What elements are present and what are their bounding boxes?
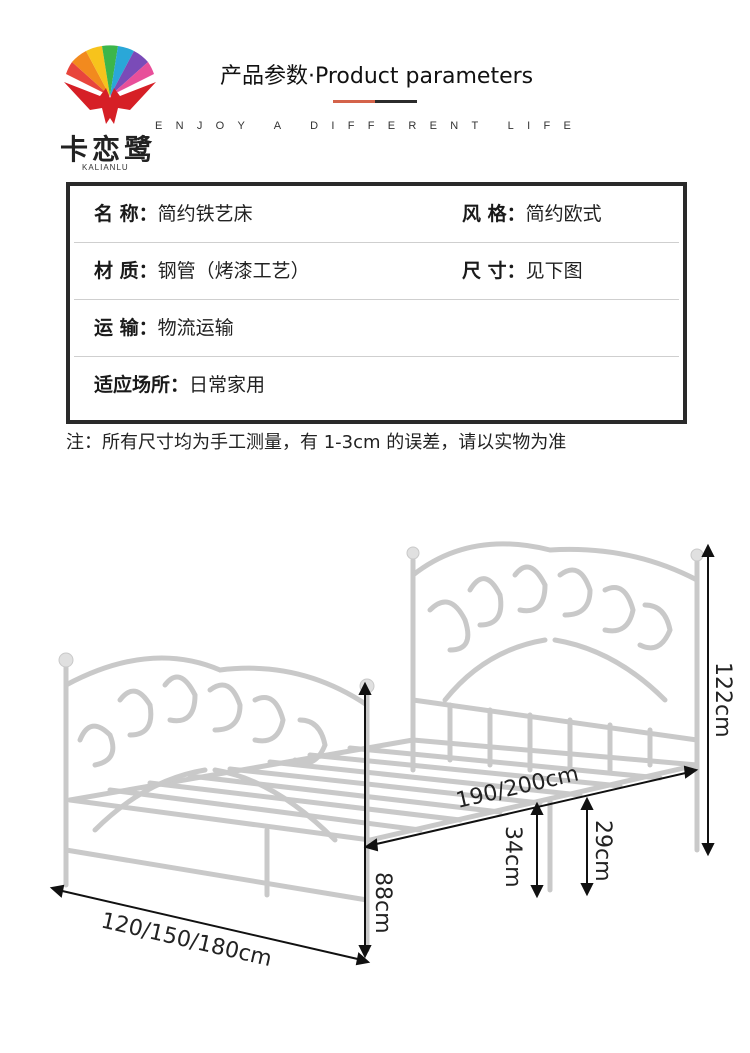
title-underline	[333, 100, 417, 103]
param-value: 钢管（烤漆工艺）	[157, 260, 310, 282]
measurement-note: 注：所有尺寸均为手工测量，有 1-3cm 的误差，请以实物为准	[66, 432, 567, 453]
dimension-arrows	[49, 543, 715, 966]
param-row: 名 称：简约铁艺床 风 格：简约欧式	[74, 186, 679, 243]
param-cell-size: 尺 寸：见下图	[462, 243, 583, 299]
dim-head-height-label: 122cm	[710, 662, 735, 738]
param-cell-shipping: 运 输：物流运输	[94, 300, 234, 356]
brand-name-en: KALIANLU	[82, 163, 129, 172]
param-value: 物流运输	[157, 317, 234, 339]
param-row: 材 质：钢管（烤漆工艺） 尺 寸：见下图	[74, 243, 679, 300]
brand-logo-icon	[64, 45, 156, 124]
param-row: 运 输：物流运输	[74, 300, 679, 357]
param-value: 简约铁艺床	[157, 203, 253, 225]
brand-tagline: ENJOY A DIFFERENT LIFE	[155, 120, 585, 132]
brand-name-cn: 卡恋鹭	[60, 133, 157, 166]
bed-dimension-diagram: 122cm 88cm 120/150/180cm 190/200cm 34cm …	[49, 541, 735, 972]
param-cell-material: 材 质：钢管（烤漆工艺）	[94, 243, 310, 299]
param-value: 见下图	[525, 260, 583, 282]
bed-frame-illustration	[63, 541, 700, 953]
param-value: 简约欧式	[525, 203, 602, 225]
bed-post-knobs	[58, 546, 704, 694]
dim-leg-front-label: 34cm	[500, 826, 525, 888]
page-title: 产品参数·Product parameters	[220, 64, 534, 89]
param-key: 尺 寸：	[462, 260, 526, 282]
dim-foot-height-label: 88cm	[370, 872, 395, 934]
param-key: 名 称：	[94, 203, 158, 225]
param-cell-usage: 适应场所：日常家用	[94, 357, 265, 413]
param-key: 适应场所：	[94, 374, 190, 396]
param-key: 材 质：	[94, 260, 158, 282]
param-cell-style: 风 格：简约欧式	[462, 186, 602, 242]
param-key: 运 输：	[94, 317, 158, 339]
param-value: 日常家用	[189, 374, 266, 396]
param-key: 风 格：	[462, 203, 526, 225]
param-cell-name: 名 称：简约铁艺床	[94, 186, 253, 242]
parameter-table: 名 称：简约铁艺床 风 格：简约欧式 材 质：钢管（烤漆工艺） 尺 寸：见下图 …	[66, 182, 687, 424]
dim-leg-back-label: 29cm	[590, 820, 615, 882]
dim-width-label: 120/150/180cm	[99, 908, 274, 972]
param-row: 适应场所：日常家用	[74, 357, 679, 413]
